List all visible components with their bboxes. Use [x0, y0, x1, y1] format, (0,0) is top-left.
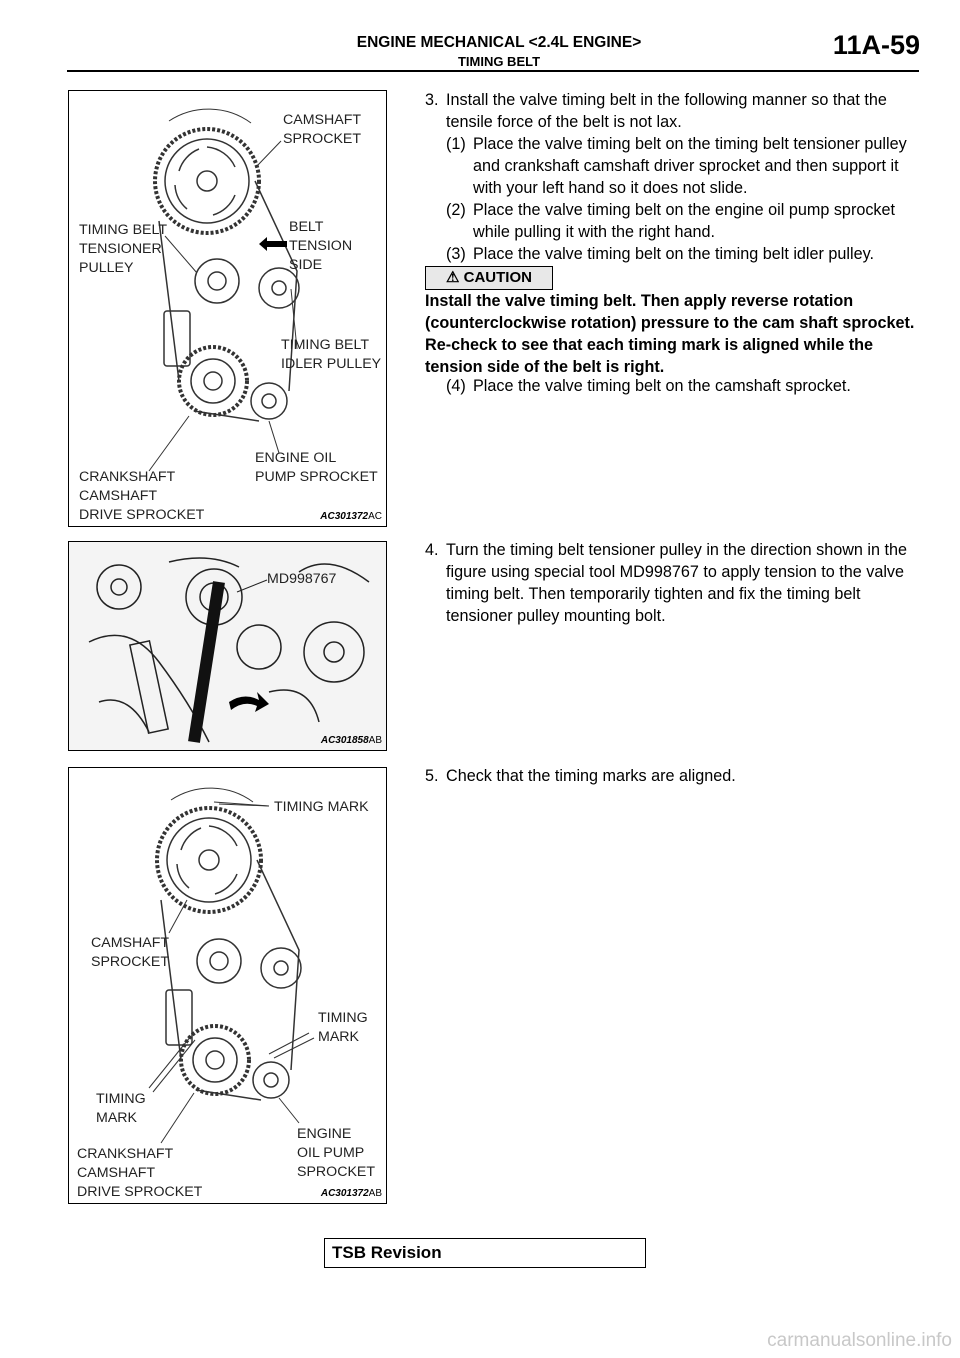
- label-timing-mark-left: TIMING MARK: [96, 1091, 146, 1126]
- label-crankshaft-sprocket: CRANKSHAFT CAMSHAFT DRIVE SPROCKET: [79, 469, 205, 523]
- figure-code: AC301372AC: [320, 511, 382, 522]
- caution-badge: ⚠ CAUTION: [425, 266, 553, 290]
- figure-code: AC301858AB: [320, 735, 382, 746]
- warning-icon: ⚠: [446, 269, 460, 286]
- page-title: ENGINE MECHANICAL <2.4L ENGINE>: [356, 34, 642, 51]
- figure-tensioner-tool: MD998767 AC301858AB: [68, 541, 387, 751]
- label-timing-mark-right: TIMING MARK: [318, 1010, 368, 1045]
- header-rule: [67, 70, 919, 72]
- label-oil-pump-sprocket: ENGINE OIL PUMP SPROCKET: [255, 450, 378, 485]
- step-5: 5. Check that the timing marks are align…: [425, 767, 736, 785]
- tensioner-tool-photo: [69, 542, 386, 750]
- tsb-revision-label: TSB Revision: [332, 1243, 442, 1262]
- label-oil-pump-sprocket: ENGINE OIL PUMP SPROCKET: [297, 1126, 376, 1180]
- step-3-sub-4: (4) Place the valve timing belt on the c…: [446, 377, 851, 395]
- step-4: 4. Turn the timing belt tensioner pulley…: [425, 541, 908, 625]
- label-camshaft-sprocket: CAMSHAFT SPROCKET: [283, 112, 362, 147]
- step-3-sub-1: (1) Place the valve timing belt on the t…: [446, 135, 907, 197]
- figure-timing-marks: TIMING MARK CAMSHAFT SPROCKET TIMING MAR…: [68, 767, 387, 1204]
- step-3-text: Install the valve timing belt in the fol…: [446, 91, 887, 131]
- section-subtitle: TIMING BELT: [457, 54, 541, 69]
- timing-marks-diagram: [148, 787, 315, 1144]
- label-timing-mark-top: TIMING MARK: [274, 799, 369, 815]
- tsb-revision-box: TSB Revision: [324, 1238, 646, 1268]
- caution-text: Install the valve timing belt. Then appl…: [425, 292, 915, 376]
- page-number: 11A-59: [832, 30, 920, 60]
- step-3-sub-2: (2) Place the valve timing belt on the e…: [446, 201, 896, 241]
- step-4-text: Turn the timing belt tensioner pulley in…: [446, 541, 908, 625]
- watermark: carmanualsonline.info: [767, 1330, 952, 1351]
- label-tool-number: MD998767: [267, 571, 337, 587]
- step-3-sub-4-block: (4) Place the valve timing belt on the c…: [425, 375, 920, 397]
- label-crankshaft-sprocket: CRANKSHAFT CAMSHAFT DRIVE SPROCKET: [77, 1146, 203, 1200]
- label-idler-pulley: TIMING BELT IDLER PULLEY: [281, 337, 382, 372]
- label-camshaft-sprocket: CAMSHAFT SPROCKET: [91, 935, 170, 970]
- step-3: 3. Install the valve timing belt in the …: [425, 89, 920, 265]
- step-3-sub-3: (3) Place the valve timing belt on the t…: [446, 245, 875, 263]
- step-5-text: Check that the timing marks are aligned.: [446, 767, 736, 785]
- step-3-main: 3. Install the valve timing belt in the …: [425, 91, 887, 131]
- figure-code: AC301372AB: [320, 1188, 382, 1199]
- figure-timing-belt-install: CAMSHAFT SPROCKET TIMING BELT TENSIONER …: [68, 90, 387, 527]
- timing-belt-diagram: [148, 108, 300, 472]
- label-tensioner-pulley: TIMING BELT TENSIONER PULLEY: [79, 222, 168, 276]
- label-belt-tension-side: BELT TENSION SIDE: [289, 219, 353, 273]
